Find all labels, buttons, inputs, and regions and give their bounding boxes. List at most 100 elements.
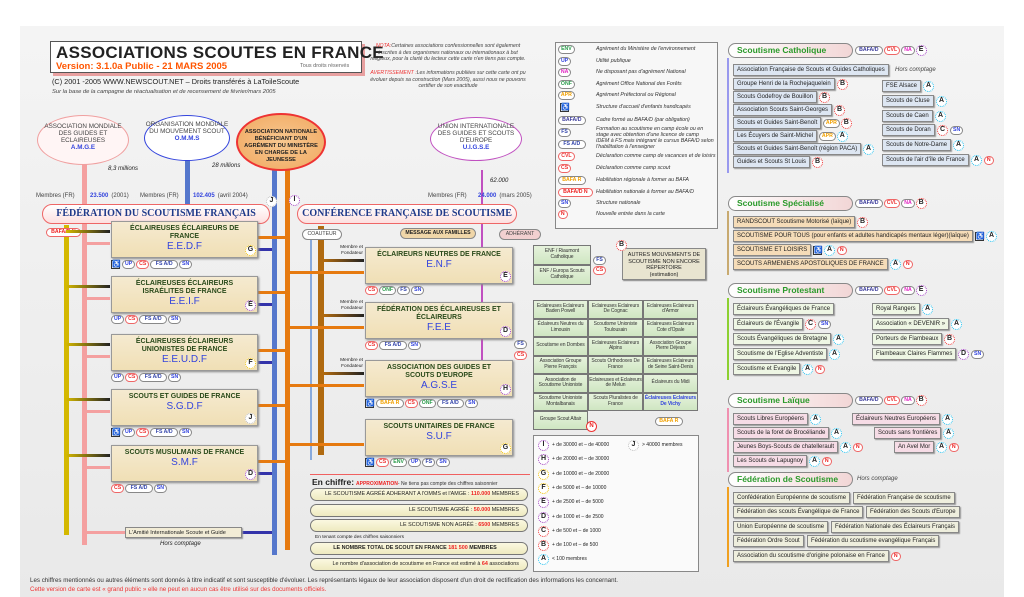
badge-bafadn: BAFA/D N — [558, 188, 593, 197]
connector-line — [64, 225, 69, 535]
size-badge: B — [834, 105, 845, 116]
row-text: LE SCOUTISME AGRÉÉ ADHERANT A l'OMMS et … — [324, 491, 472, 497]
amitie-box: L'Amitié Internationale Scoute et Guide — [125, 527, 242, 538]
size-badge: A — [829, 349, 840, 360]
association-box: Scouts de Caen — [882, 109, 933, 122]
size-badge: B — [819, 92, 830, 103]
association-box: Union Européenne de scoutisme — [733, 520, 829, 533]
warning-text: AVERTISSEMENT :Les informations publiées… — [368, 70, 528, 94]
connector-arrow — [84, 466, 110, 469]
legend-desc: Déclaration comme camp scout — [596, 164, 671, 171]
badge-fs: FS — [397, 286, 411, 295]
member-acronym: E.E.D.F — [166, 241, 202, 252]
footer-warning: Cette version de carte est « grand publi… — [30, 586, 327, 593]
oval-ministere: ASSOCIATION NATIONALE BÉNÉFICIANT D'UN A… — [236, 113, 326, 171]
org-acronym: O.M.M.S — [174, 135, 200, 142]
adherent-cell: Association Groupe Pierre Déjean — [643, 337, 698, 356]
badge-cs: CS — [111, 484, 125, 493]
size-badge: B — [915, 395, 927, 406]
badge-n: N — [984, 156, 994, 165]
badge-cs: CS — [593, 266, 607, 275]
section-line — [727, 58, 729, 173]
badge-fsad: FS A/D — [139, 373, 167, 382]
legend-desc: IDEM à FS mais intégrant le cursus BAFA/… — [596, 138, 714, 150]
size-desc: + de 500 et – de 1000 — [552, 527, 601, 534]
members-year: (avril 2004) — [217, 193, 248, 199]
section-header: Scoutisme Spécialisé — [728, 196, 853, 211]
badge-n: N — [949, 443, 959, 452]
section-line — [727, 408, 729, 472]
size-badge: A — [809, 456, 820, 467]
association-box: Jeunes Boys-Scouts de chatellerault — [733, 441, 839, 453]
fondateur-label: Membre et Fondateur — [340, 245, 363, 256]
badge-sn: SN — [411, 286, 425, 295]
adherent-cell: Scoutisme Unioniste Toulousain — [588, 318, 643, 337]
section-header: Fédération de Scoutisme — [728, 472, 853, 487]
nota-label: NOTA: — [375, 43, 392, 49]
badge-onf: ONF — [418, 399, 436, 408]
adherent-cell: Scouts Orthodoxes De France — [588, 355, 643, 374]
chiffres-title: En chiffre:APPROXIMATION- Ne tiens pas c… — [312, 477, 498, 487]
message-pill: MESSAGE AUX FAMILLES — [400, 228, 476, 239]
member-name: ÉCLAIREUSES ÉCLAIREURS ISRAÉLITES DE FRA… — [135, 280, 234, 295]
org-name: ASSOCIATION MONDIALE DES GUIDES ET ECLAI… — [44, 123, 122, 144]
association-box: SCOUTISME ET LOISIRS — [733, 244, 812, 256]
connector-arrow — [287, 271, 364, 274]
connector-arrow — [84, 297, 110, 300]
size-badge: J — [628, 440, 639, 451]
association-box: Fédération des scouts Évangélique de Fra… — [733, 506, 864, 519]
badge-up: UP — [122, 428, 136, 437]
new-badge: N — [586, 421, 597, 432]
chiffres-label: En chiffre: — [312, 477, 355, 487]
size-badge: B — [538, 540, 549, 552]
row-text: LE NOMBRE TOTAL DE SCOUT EN FRANCE — [333, 545, 449, 551]
oval-uigse: UNION INTERNATIONALE DES GUIDES ET SCOUT… — [430, 117, 522, 161]
badge-bafad: BAFA/D — [855, 396, 883, 405]
version-label: Version: 3.1.0a Public - 21 MARS 2005 — [56, 61, 228, 72]
size-badge: A — [863, 144, 874, 155]
fondateur-label: Membre et Fondateur — [340, 358, 363, 369]
title-box — [50, 41, 362, 73]
adherent-cell: Groupe Scout Altair — [533, 411, 588, 430]
association-box: Les Scouts de Lapugnoy — [733, 455, 808, 467]
size-badge: B — [944, 334, 955, 345]
badge-fsad: FS A/D — [436, 399, 465, 408]
wheelchair-icon: ♿ — [975, 232, 985, 241]
badge-env: ENV — [558, 45, 575, 54]
connector-arrow — [66, 398, 110, 401]
badge-n: N — [822, 457, 832, 466]
row-text: LE SCOUTISME NON AGRÉÉ : — [400, 522, 479, 528]
size-badge: A — [833, 334, 844, 345]
badge-cvl: CVL — [883, 396, 901, 405]
badge-cs: CS — [376, 458, 390, 467]
association-box: Association Française de Scouts et Guide… — [733, 64, 889, 76]
adherent-cell: Eclaireuses Eclaireurs de Seine Saint-De… — [643, 355, 698, 374]
badge-cs: CS — [136, 428, 150, 437]
member-name: FÉDÉRATION DES ÉCLAIREUSES ET ÉCLAIREURS — [377, 306, 501, 321]
size-badge: A — [831, 428, 842, 439]
legend-desc: Agrément Préfectoral ou Régional — [596, 91, 676, 98]
badge-up: UP — [558, 57, 572, 66]
legend-desc: Agrément Office National des Forêts — [596, 80, 682, 87]
size-badge: D — [958, 349, 969, 360]
connector-arrow — [324, 259, 364, 262]
badge-n: N — [891, 551, 901, 561]
association-box: Groupe Henri de la Rochejaquelein — [733, 78, 835, 90]
size-badge: A — [802, 364, 813, 375]
size-badge: A — [824, 245, 835, 256]
member-card: FÉDÉRATION DES ÉCLAIREUSES ET ÉCLAIREURS… — [365, 302, 513, 339]
footer-disclaimer: Les chiffres mentionnés ou autres élémen… — [30, 577, 618, 584]
warning-body: Les informations publiées sur cette cart… — [370, 70, 526, 90]
adherent-cell: Eclaireuses Eclaireurs Alpins — [588, 337, 643, 356]
member-card: ÉCLAIREUSES ÉCLAIREURS UNIONISTES DE FRA… — [111, 334, 258, 371]
row-text: LE SCOUTISME AGRÉÉ : — [409, 506, 474, 513]
org-acronym: U.I.G.S.E — [462, 144, 490, 151]
autres-box: AUTRES MOUVEMENTS DE SCOUTISME NON ENCOR… — [622, 248, 706, 280]
size-badge: H — [538, 454, 549, 466]
association-box: Fédération Française de scoutisme — [853, 492, 955, 504]
connector-arrow — [287, 326, 364, 329]
size-desc: + de 10000 et – de 20000 — [552, 470, 610, 477]
